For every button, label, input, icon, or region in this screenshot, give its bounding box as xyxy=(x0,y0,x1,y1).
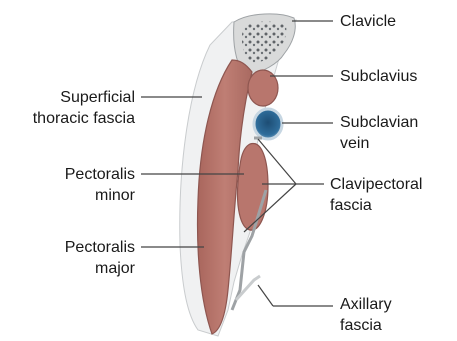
pectoralis-minor-label: Pectoralis minor xyxy=(65,164,135,206)
clavipectoral-fascia-label: Clavipectoral fascia xyxy=(330,174,422,216)
axillary-fascia-label: Axillary fascia xyxy=(340,294,392,336)
clavipectoral-fascia-label-line-1: Clavipectoral xyxy=(330,174,422,195)
pectoralis-minor-label-line-2: minor xyxy=(65,185,135,206)
clavicle-label: Clavicle xyxy=(340,11,396,32)
axillary-fascia-label-line-2: fascia xyxy=(340,315,392,336)
clavipectoral-fascia-label-line-2: fascia xyxy=(330,195,422,216)
subclavius-label: Subclavius xyxy=(340,66,417,87)
subclavian-vein xyxy=(254,109,282,139)
pectoralis-minor-label-line-1: Pectoralis xyxy=(65,164,135,185)
subclavian-vein-label-line-1: Subclavian xyxy=(340,112,418,133)
superficial-thoracic-fascia-label-line-2: thoracic fascia xyxy=(33,108,135,129)
pectoralis-major-label: Pectoralis major xyxy=(65,237,135,279)
subclavian-vein-label: Subclavian vein xyxy=(340,112,418,154)
superficial-thoracic-fascia-label: Superficial thoracic fascia xyxy=(33,87,135,129)
clavicle-label-line-1: Clavicle xyxy=(340,11,396,32)
subclavian-vein-label-line-2: vein xyxy=(340,133,418,154)
pectoralis-minor-muscle xyxy=(238,143,269,230)
superficial-thoracic-fascia-label-line-1: Superficial xyxy=(33,87,135,108)
leader-line-axillary-a xyxy=(258,285,273,306)
pectoralis-major-label-line-1: Pectoralis xyxy=(65,237,135,258)
pectoralis-major-label-line-2: major xyxy=(65,258,135,279)
subclavius-label-line-1: Subclavius xyxy=(340,66,417,87)
axillary-fascia-label-line-1: Axillary xyxy=(340,294,392,315)
